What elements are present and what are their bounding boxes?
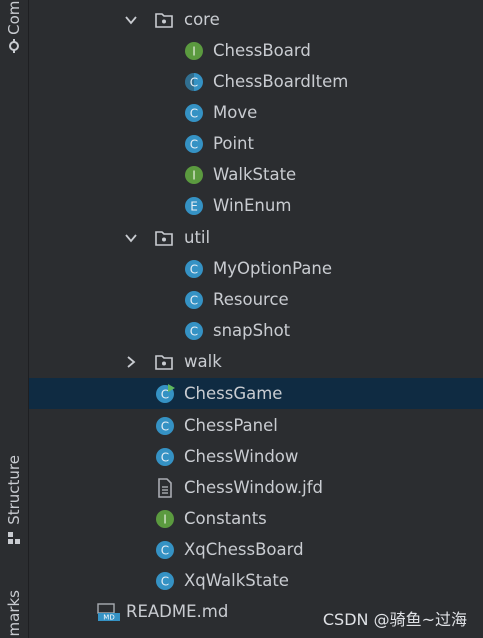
tree-row-myoptionpane[interactable]: C MyOptionPane [29, 253, 483, 284]
tree-label: util [184, 228, 211, 247]
tree-row-core[interactable]: core [29, 4, 483, 35]
tree-label: ChessPanel [184, 416, 278, 435]
tree-label: ChessWindow.jfd [184, 478, 323, 497]
commit-tab[interactable]: Comm [2, 0, 26, 53]
tree-label: Point [213, 134, 254, 153]
tree-label: WalkState [213, 165, 297, 184]
abstract-class-icon: C [184, 72, 204, 92]
commit-icon [9, 38, 19, 53]
tree-label: core [184, 10, 220, 29]
class-icon: C [184, 259, 204, 279]
tree-label: WinEnum [213, 196, 292, 215]
tree-row-resource[interactable]: C Resource [29, 284, 483, 315]
class-icon: C [155, 447, 175, 467]
tree-row-chessgame[interactable]: C ChessGame [29, 378, 483, 409]
tree-row-snapshot[interactable]: C snapShot [29, 315, 483, 346]
interface-icon: I [184, 165, 204, 185]
enum-icon: E [184, 196, 204, 216]
csdn-watermark: CSDN @骑鱼~过海 [322, 610, 467, 629]
tree-row-util[interactable]: util [29, 222, 483, 253]
chevron-down-icon[interactable] [124, 231, 138, 245]
text-file-icon [155, 477, 175, 498]
tree-label: Constants [184, 509, 267, 528]
structure-icon [8, 531, 20, 544]
class-icon: C [155, 540, 175, 560]
svg-text:C: C [190, 75, 198, 89]
tree-label: README.md [126, 602, 229, 621]
svg-text:C: C [190, 262, 198, 276]
svg-text:C: C [161, 574, 169, 588]
commit-tab-label: Comm [5, 0, 23, 35]
left-tool-strip: Comm Structure marks [0, 0, 29, 638]
package-folder-icon [154, 10, 174, 30]
tree-row-move[interactable]: C Move [29, 97, 483, 128]
package-folder-icon [154, 352, 174, 372]
tree-label: ChessGame [184, 384, 283, 403]
runnable-class-icon: C [155, 383, 175, 404]
interface-icon: I [184, 41, 204, 61]
svg-text:C: C [190, 293, 198, 307]
svg-text:I: I [192, 168, 196, 182]
structure-tab[interactable]: Structure [2, 455, 26, 545]
tree-label: XqChessBoard [184, 540, 304, 559]
svg-text:E: E [190, 199, 198, 213]
class-icon: C [184, 103, 204, 123]
svg-text:C: C [190, 137, 198, 151]
bookmarks-tab[interactable]: marks [2, 590, 26, 636]
tree-row-xqwalkstate[interactable]: C XqWalkState [29, 565, 483, 596]
tree-label: XqWalkState [184, 571, 289, 590]
tree-label: MyOptionPane [213, 259, 332, 278]
chevron-right-icon[interactable] [124, 355, 138, 369]
tree-label: ChessBoardItem [213, 72, 349, 91]
class-icon: C [155, 571, 175, 591]
tree-label: Resource [213, 290, 289, 309]
package-folder-icon [154, 228, 174, 248]
tree-row-chessboard[interactable]: I ChessBoard [29, 35, 483, 66]
tree-row-xqchessboard[interactable]: C XqChessBoard [29, 534, 483, 565]
tree-label: snapShot [213, 321, 291, 340]
tree-label: ChessBoard [213, 41, 311, 60]
svg-text:I: I [163, 512, 167, 526]
tree-label: ChessWindow [184, 447, 299, 466]
tree-row-constants[interactable]: I Constants [29, 503, 483, 534]
svg-text:MD: MD [103, 613, 114, 621]
tree-row-point[interactable]: C Point [29, 128, 483, 159]
tree-row-walkstate[interactable]: I WalkState [29, 159, 483, 190]
class-icon: C [184, 290, 204, 310]
tree-row-chesswindow[interactable]: C ChessWindow [29, 441, 483, 472]
svg-text:C: C [190, 324, 198, 338]
svg-text:I: I [192, 44, 196, 58]
svg-text:C: C [161, 419, 169, 433]
svg-text:C: C [161, 450, 169, 464]
svg-text:C: C [190, 106, 198, 120]
tree-row-walk[interactable]: walk [29, 346, 483, 377]
tree-label: Move [213, 103, 258, 122]
interface-icon: I [155, 509, 175, 529]
bookmarks-tab-label: marks [5, 590, 23, 637]
tree-row-chesspanel[interactable]: C ChessPanel [29, 410, 483, 441]
structure-tab-label: Structure [5, 455, 23, 525]
tree-row-chesswindow-jfd[interactable]: ChessWindow.jfd [29, 472, 483, 503]
class-icon: C [184, 321, 204, 341]
project-tree: core I ChessBoard C ChessBoardItem C Mov… [29, 0, 483, 638]
chevron-down-icon[interactable] [124, 13, 138, 27]
svg-text:C: C [161, 387, 169, 401]
tree-row-readme[interactable]: MD README.md [29, 596, 483, 627]
tree-label: walk [184, 352, 222, 371]
tree-row-winenum[interactable]: E WinEnum [29, 190, 483, 221]
markdown-file-icon: MD [97, 602, 121, 622]
class-icon: C [184, 134, 204, 154]
svg-text:C: C [161, 543, 169, 557]
class-icon: C [155, 416, 175, 436]
tree-row-chessboarditem[interactable]: C ChessBoardItem [29, 66, 483, 97]
